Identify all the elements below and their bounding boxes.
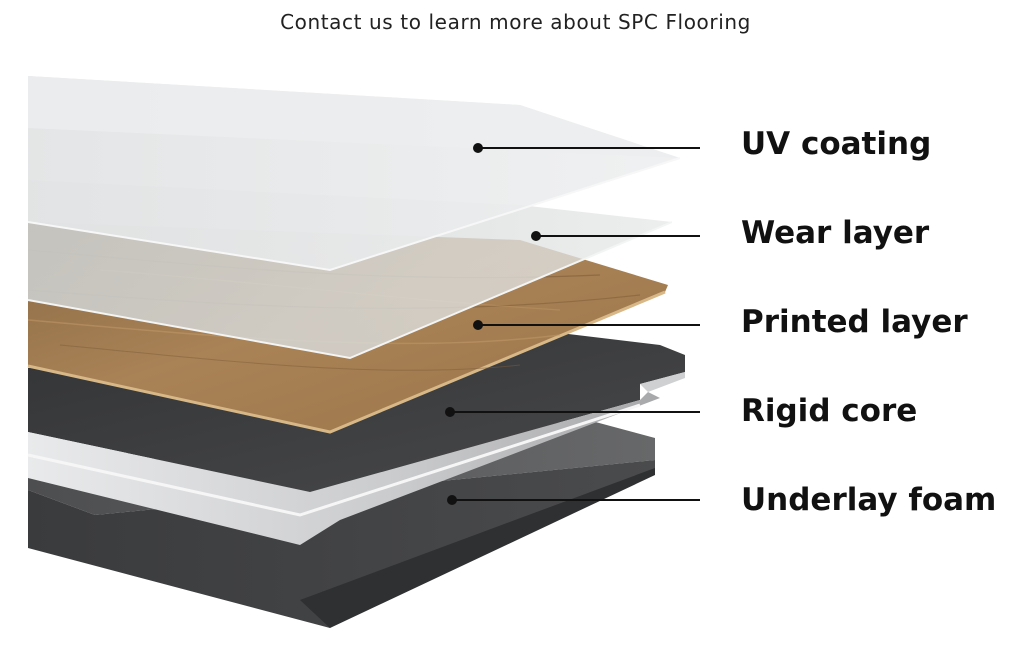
leader-printed-layer xyxy=(473,320,700,330)
leader-underlay-foam xyxy=(447,495,700,505)
label-uv-coating: UV coating xyxy=(741,126,932,162)
leader-uv-coating xyxy=(473,143,700,153)
leader-rigid-core xyxy=(445,407,700,417)
leader-wear-layer xyxy=(531,231,700,241)
label-underlay-foam: Underlay foam xyxy=(741,482,997,518)
label-printed-layer: Printed layer xyxy=(741,304,968,340)
label-rigid-core: Rigid core xyxy=(741,393,918,429)
uv-coating-layer xyxy=(27,76,681,272)
label-wear-layer: Wear layer xyxy=(741,215,930,251)
page-title: Contact us to learn more about SPC Floor… xyxy=(280,10,751,34)
